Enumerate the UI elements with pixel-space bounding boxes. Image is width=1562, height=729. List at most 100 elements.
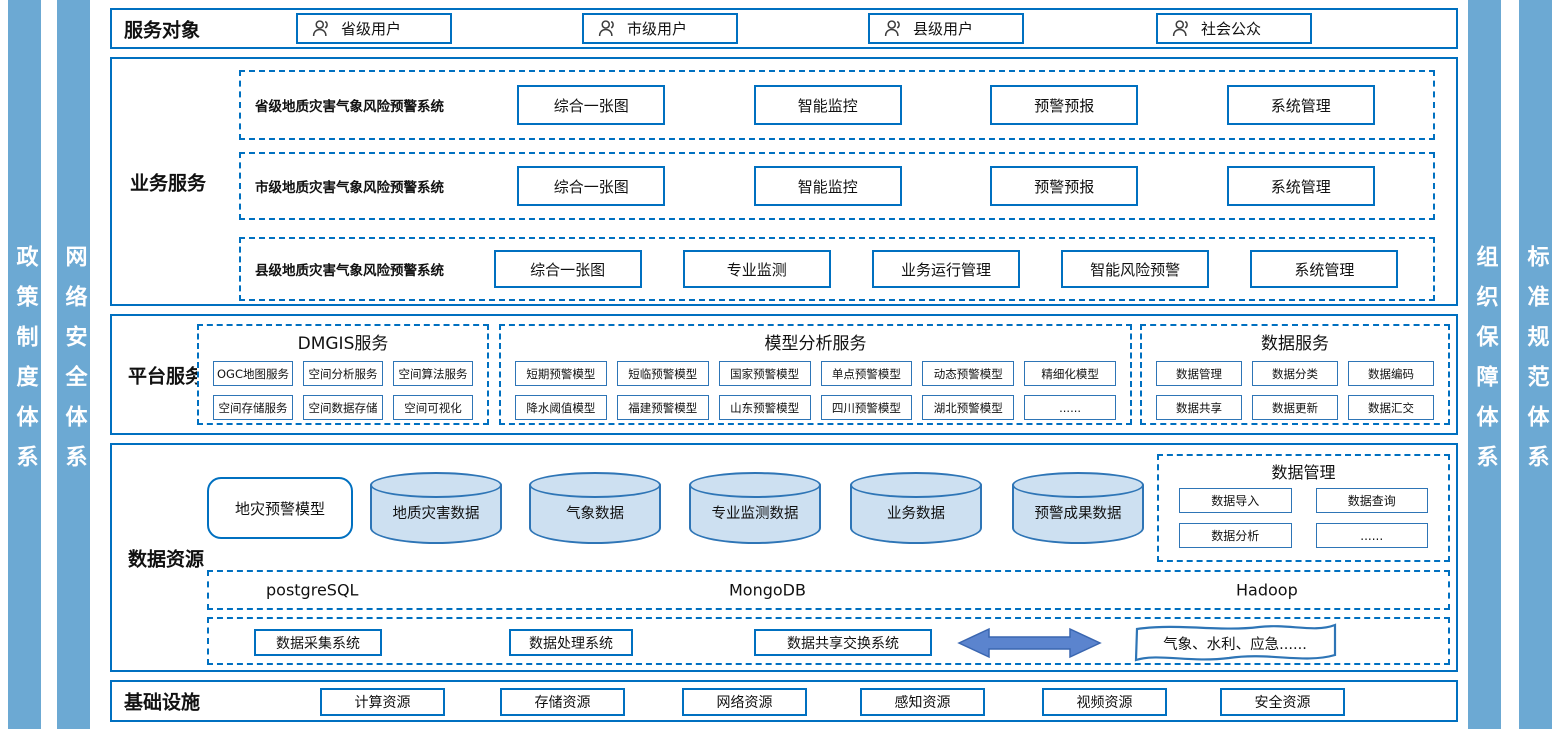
service-box: 国家预警模型	[718, 361, 811, 386]
storage-engine-label: MongoDB	[729, 580, 806, 600]
service-box: 空间存储服务	[213, 395, 293, 420]
service-box: OGC地图服务	[213, 361, 293, 386]
data-management-box: 数据导入	[1179, 488, 1292, 513]
module-box: 预警预报	[990, 85, 1139, 125]
data-system-box: 数据共享交换系统	[754, 629, 932, 656]
user-label: 市级用户	[627, 20, 688, 38]
service-grid: 短期预警模型 短临预警模型 国家预警模型 单点预警模型 动态预警模型 精细化模型…	[501, 354, 1130, 420]
user-icon	[312, 20, 328, 36]
user-icon	[598, 20, 614, 36]
data-management-group: 数据管理 数据导入 数据查询 数据分析 ......	[1157, 454, 1450, 562]
storage-engine-label: postgreSQL	[266, 580, 359, 600]
service-grid: 数据管理 数据分类 数据编码 数据共享 数据更新 数据汇交	[1142, 354, 1448, 420]
system-name: 市级地质灾害气象风险预警系统	[255, 180, 444, 196]
module-box: 系统管理	[1250, 250, 1399, 288]
datastore-label: 业务数据	[887, 506, 945, 522]
data-systems-row: 数据采集系统 数据处理系统 数据共享交换系统 气象、水利、应急......	[207, 617, 1450, 665]
module-list: 综合一张图 专业监测 业务运行管理 智能风险预警 系统管理	[473, 250, 1419, 288]
module-box: 预警预报	[990, 166, 1139, 206]
service-box: 降水阈值模型	[515, 395, 607, 420]
module-box: 智能风险预警	[1061, 250, 1210, 288]
data-management-grid: 数据导入 数据查询 数据分析 ......	[1159, 483, 1448, 548]
group-title: 数据服务	[1261, 334, 1329, 354]
sidebar-label: 政策制度体系	[12, 244, 38, 485]
system-row-county: 县级地质灾害气象风险预警系统 综合一张图 专业监测 业务运行管理 智能风险预警 …	[239, 237, 1435, 301]
datastore-label: 预警成果数据	[1034, 506, 1122, 522]
data-management-box: ......	[1315, 523, 1428, 548]
section-title: 平台服务	[128, 365, 205, 387]
module-box: 综合一张图	[517, 166, 666, 206]
data-management-box: 数据查询	[1315, 488, 1428, 513]
resource-box: 安全资源	[1220, 688, 1345, 716]
cylinder-top	[1012, 472, 1144, 498]
service-box: 空间数据存储	[303, 395, 383, 420]
external-sources-shape: 气象、水利、应急......	[1129, 620, 1341, 666]
database-cylinder: 地质灾害数据	[370, 472, 502, 544]
system-row-provincial: 省级地质灾害气象风险预警系统 综合一张图 智能监控 预警预报 系统管理	[239, 70, 1435, 140]
service-box: 单点预警模型	[820, 361, 913, 386]
section-title: 基础设施	[124, 691, 201, 714]
section-business-services: 业务服务 省级地质灾害气象风险预警系统 综合一张图 智能监控 预警预报 系统管理…	[110, 57, 1458, 306]
module-box: 综合一张图	[493, 250, 642, 288]
service-box: 数据分类	[1252, 361, 1338, 386]
sidebar-standards-system: 标准规范体系	[1519, 0, 1552, 729]
module-list: 综合一张图 智能监控 预警预报 系统管理	[473, 85, 1419, 125]
section-service-targets: 服务对象 省级用户 市级用户	[110, 8, 1458, 49]
sidebar-label: 网络安全体系	[61, 244, 87, 485]
main-diagram-column: 服务对象 省级用户 市级用户	[110, 0, 1458, 729]
service-box: 空间可视化	[393, 395, 473, 420]
double-arrow-icon	[957, 626, 1102, 664]
service-box: 福建预警模型	[616, 395, 709, 420]
sidebar-organization-support-system: 组织保障体系	[1468, 0, 1501, 729]
data-management-box: 数据分析	[1179, 523, 1292, 548]
resource-box: 视频资源	[1042, 688, 1167, 716]
user-box-county: 县级用户	[868, 13, 1024, 44]
service-box: 数据编码	[1348, 361, 1434, 386]
cylinder-top	[529, 472, 661, 498]
group-data-services: 数据服务 数据管理 数据分类 数据编码 数据共享 数据更新 数据汇交	[1140, 324, 1450, 425]
storage-engine-label: Hadoop	[1236, 580, 1298, 600]
cylinder-top	[850, 472, 982, 498]
service-box: 四川预警模型	[820, 395, 913, 420]
database-cylinder: 业务数据	[850, 472, 982, 544]
group-title: 模型分析服务	[764, 334, 867, 354]
section-title: 服务对象	[124, 19, 201, 41]
user-icon	[1172, 20, 1188, 36]
section-title: 业务服务	[130, 172, 207, 194]
database-cylinder: 专业监测数据	[689, 472, 821, 544]
section-title: 数据资源	[128, 548, 205, 570]
database-cylinder: 气象数据	[529, 472, 661, 544]
resource-box: 存储资源	[500, 688, 625, 716]
section-infrastructure: 基础设施 计算资源 存储资源 网络资源 感知资源 视频资源 安全资源	[110, 680, 1458, 722]
user-box-provincial: 省级用户	[296, 13, 452, 44]
service-box: 动态预警模型	[922, 361, 1015, 386]
group-dmgis-services: DMGIS服务 OGC地图服务 空间分析服务 空间算法服务 空间存储服务 空间数…	[197, 324, 489, 425]
module-list: 综合一张图 智能监控 预警预报 系统管理	[473, 166, 1419, 206]
module-box: 智能监控	[753, 85, 902, 125]
module-box: 专业监测	[682, 250, 831, 288]
sidebar-label: 组织保障体系	[1472, 244, 1498, 485]
service-grid: OGC地图服务 空间分析服务 空间算法服务 空间存储服务 空间数据存储 空间可视…	[199, 354, 487, 420]
datastore-label: 气象数据	[566, 506, 624, 522]
user-label: 社会公众	[1201, 20, 1262, 38]
module-box: 智能监控	[753, 166, 902, 206]
datastore-label: 专业监测数据	[711, 506, 799, 522]
sidebar-label: 标准规范体系	[1523, 244, 1549, 485]
service-box: 空间算法服务	[393, 361, 473, 386]
system-row-city: 市级地质灾害气象风险预警系统 综合一张图 智能监控 预警预报 系统管理	[239, 152, 1435, 220]
cylinder-top	[370, 472, 502, 498]
resource-box: 感知资源	[860, 688, 985, 716]
system-name: 县级地质灾害气象风险预警系统	[255, 263, 444, 279]
group-title: DMGIS服务	[297, 334, 389, 354]
service-box: 精细化模型	[1024, 361, 1116, 386]
service-box: 空间分析服务	[303, 361, 383, 386]
service-box: ......	[1024, 395, 1116, 420]
sidebar-policy-system: 政策制度体系	[8, 0, 41, 729]
service-box: 山东预警模型	[718, 395, 811, 420]
group-title: 数据管理	[1271, 463, 1336, 482]
service-box: 数据共享	[1156, 395, 1242, 420]
service-box: 数据管理	[1156, 361, 1242, 386]
system-name: 省级地质灾害气象风险预警系统	[255, 99, 444, 115]
storage-engines-row: postgreSQL MongoDB Hadoop	[207, 570, 1450, 610]
module-box: 业务运行管理	[871, 250, 1020, 288]
